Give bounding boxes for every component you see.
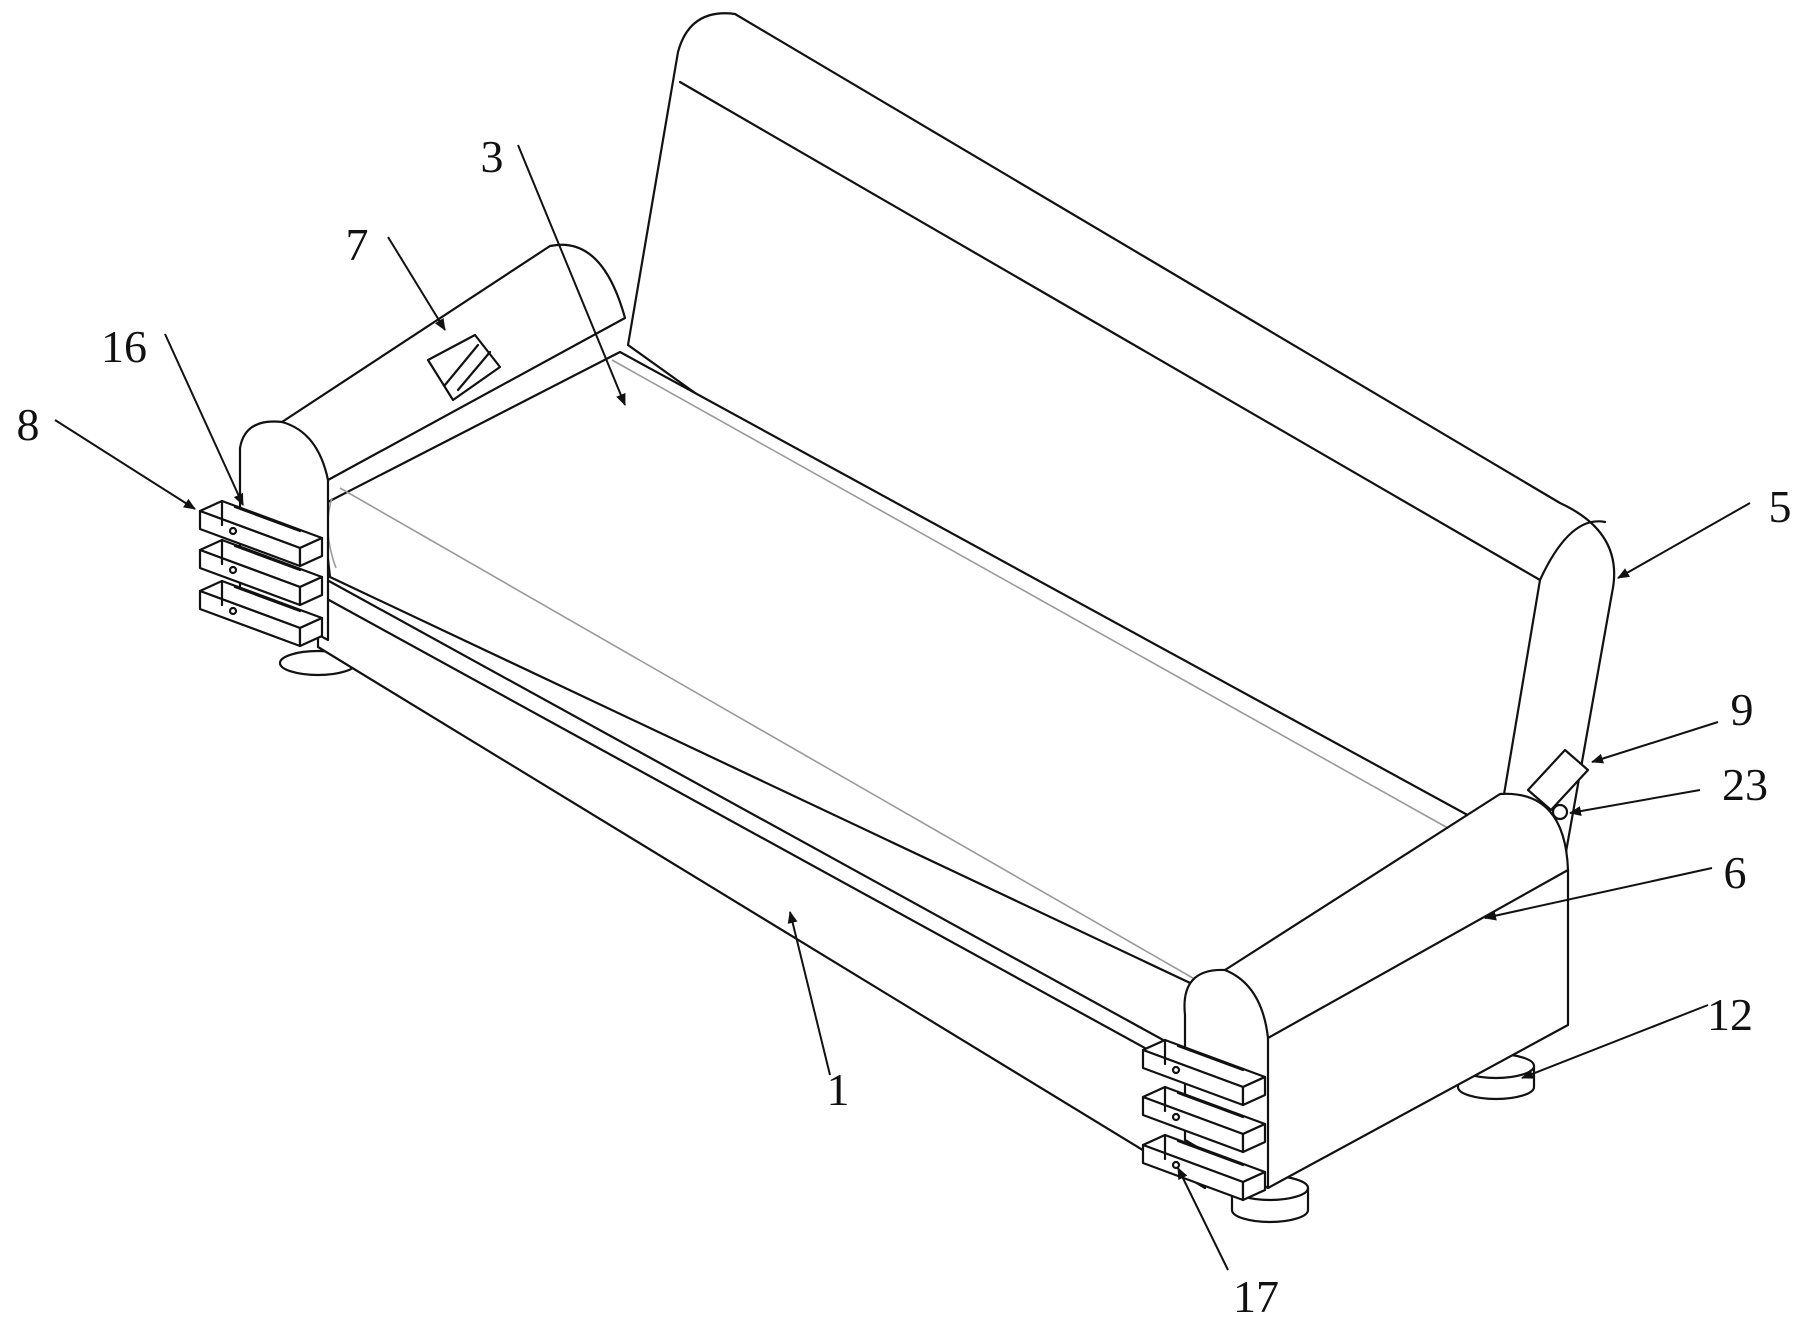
right-armrest <box>1183 792 1570 1190</box>
backrest <box>626 12 1616 899</box>
label-17: 17 <box>1233 1271 1279 1322</box>
label-1: 1 <box>827 1064 850 1115</box>
label-6: 6 <box>1724 847 1747 898</box>
reference-labels: 1 3 5 6 7 8 9 12 16 17 23 <box>17 131 1792 1322</box>
label-16: 16 <box>101 321 147 372</box>
label-5: 5 <box>1769 481 1792 532</box>
label-3: 3 <box>481 131 504 182</box>
label-7: 7 <box>346 219 369 270</box>
left-armrest <box>238 243 627 642</box>
component-7 <box>426 333 502 402</box>
label-8: 8 <box>17 399 40 450</box>
component-9 <box>1526 748 1590 821</box>
label-23: 23 <box>1722 759 1768 810</box>
label-9: 9 <box>1731 684 1754 735</box>
leader-lines <box>54 144 1751 1271</box>
label-12: 12 <box>1707 989 1753 1040</box>
